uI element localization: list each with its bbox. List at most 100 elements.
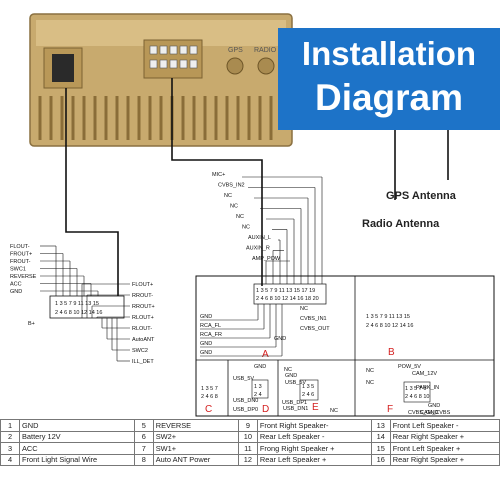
pin-number-cell: 5 [133, 419, 154, 432]
title-banner: Installation Diagram [278, 28, 500, 130]
conn-d-label: USB_5V [233, 376, 254, 382]
conn-f-label: CAM_CVBS [420, 410, 451, 416]
conn-a-top-wire: NC [236, 214, 244, 220]
pin-number-cell: 11 [237, 442, 258, 455]
conn-a-bottom-left-wire: RCA_FR [200, 332, 222, 338]
pin-function-cell: SW2+ [152, 430, 239, 443]
left-connector-pins-bottom: 2 4 6 8 10 12 14 16 [55, 310, 102, 316]
conn-f-label: NC [366, 380, 374, 386]
conn-c-pins-top: 1 3 5 7 [201, 386, 218, 392]
conn-e-label: GND [285, 373, 297, 379]
conn-a-bottom-left-wire: RCA_FL [200, 323, 221, 329]
right-wire-label: RLOUT- [132, 326, 152, 332]
pin-function-cell: Front Right Speaker- [256, 419, 372, 432]
pin-number-cell: 3 [0, 442, 20, 455]
gps-antenna-label: GPS Antenna [386, 190, 456, 202]
pin-number-cell: 13 [370, 419, 391, 432]
conn-a-bottom-left-wire: GND [200, 314, 212, 320]
gps-port-label: GPS [228, 47, 243, 54]
pin-number-cell: 4 [0, 453, 20, 466]
conn-f-pins-bottom: 2 4 6 8 10 [405, 394, 429, 400]
conn-e-label: USB_5V [285, 380, 306, 386]
conn-f-label: CVBS_GND [408, 410, 438, 416]
pin-function-cell: SW1+ [152, 442, 239, 455]
radio-antenna-label: Radio Antenna [362, 218, 440, 230]
power-speaker-connector: 1 3 5 7 9 11 13 15 2 4 6 8 10 12 14 16 B… [10, 244, 155, 365]
conn-f-pins-top: 1 3 5 7 9 [405, 386, 426, 392]
conn-a-bottom-left-wire: GND [200, 341, 212, 347]
conn-d-pins-bottom: 2 4 [254, 392, 262, 398]
pin-function-cell: Rear Left Speaker - [256, 430, 372, 443]
conn-a-pins-bottom: 2 4 6 8 10 12 14 16 18 20 [256, 296, 319, 302]
conn-a-top-wire: AUXIN_L [248, 235, 271, 241]
conn-c-pins-bottom: 2 4 6 8 [201, 394, 218, 400]
pin-number-cell: 1 [0, 419, 20, 432]
conn-a-bottom-left-wire: GND [200, 350, 212, 356]
pin-number-cell: 12 [237, 453, 258, 466]
pin-function-cell: Rear Right Speaker + [389, 430, 500, 443]
head-unit [29, 13, 293, 147]
pin-function-cell: REVERSE [152, 419, 239, 432]
pin-number-cell: 8 [133, 453, 154, 466]
radio-port-label: RADIO [254, 47, 277, 54]
right-wire-label: RROUT+ [132, 304, 155, 310]
conn-a-top-wire: AUXIN_R [246, 246, 270, 252]
conn-e-letter: E [312, 402, 319, 413]
right-wire-label: AutoANT [132, 337, 155, 343]
conn-a-top-wire: MIC+ [212, 172, 225, 178]
conn-d-label: GND [254, 364, 266, 370]
pin-function-cell: Rear Right Speaker + [389, 453, 500, 466]
conn-c-letter: C [205, 404, 212, 415]
conn-e-label: USB_DP1 [282, 400, 307, 406]
conn-a-bottom-right-wire: CVBS_OUT [300, 326, 330, 332]
b-plus-label: B+ [28, 321, 35, 327]
cables [65, 78, 449, 296]
conn-b-pins-bottom: 2 4 6 8 10 12 14 16 [366, 323, 413, 329]
conn-a-pins-top: 1 3 5 7 9 11 13 15 17 19 [256, 288, 315, 294]
pin-function-cell: ACC [19, 442, 135, 455]
conn-e-label: USB_DN1 [283, 406, 308, 412]
pin-number-cell: 6 [133, 430, 154, 443]
left-wire-label: ACC [10, 282, 22, 288]
conn-e-pins-bottom: 2 4 6 [302, 392, 314, 398]
conn-b-pins-top: 1 3 5 7 9 11 13 15 [366, 314, 410, 320]
conn-f-label: NC [366, 368, 374, 374]
pin-number-cell: 14 [370, 430, 391, 443]
pin-function-cell: Front Left Speaker + [389, 442, 500, 455]
title-line-2: Diagram [314, 77, 464, 118]
pin-number-cell: 10 [237, 430, 258, 443]
pin-number-cell: 15 [370, 442, 391, 455]
conn-b-letter: B [388, 347, 395, 358]
conn-f-label: POW_5V [398, 364, 421, 370]
pin-number-cell: 9 [237, 419, 258, 432]
pin-function-cell: Battery 12V [19, 430, 135, 443]
pin-function-cell: Auto ANT Power [152, 453, 239, 466]
conn-e-label: NC [284, 367, 292, 373]
pin-function-cell: GND [19, 419, 135, 432]
conn-a-bottom-right-wire: CVBS_IN1 [300, 316, 327, 322]
conn-e-pins-top: 1 3 5 [302, 384, 314, 390]
pin-number-cell: 16 [370, 453, 391, 466]
conn-a-top-wire: CVBS_IN2 [218, 183, 245, 189]
conn-f-letter: F [387, 404, 393, 415]
right-wire-label: SWC2 [132, 348, 148, 354]
conn-e-label: NC [330, 408, 338, 414]
title-line-1: Installation [301, 35, 477, 72]
connector-panel: 1 3 5 7 9 11 13 15 17 19 2 4 6 8 10 12 1… [195, 172, 495, 417]
right-wire-label: ILL_DET [132, 359, 154, 365]
conn-a-top-wire: NC [230, 204, 238, 210]
conn-f-label: PARK_IN [416, 385, 439, 391]
left-connector-pins-top: 1 3 5 7 9 11 13 15 [55, 301, 99, 307]
left-wire-label: SWC1 [10, 267, 26, 273]
conn-a-top-wire: NC [224, 193, 232, 199]
pin-number-cell: 2 [0, 430, 20, 443]
pin-function-cell: Front Left Speaker - [389, 419, 500, 432]
left-wire-label: FROUT+ [10, 252, 32, 258]
right-wire-label: RLOUT+ [132, 315, 154, 321]
conn-f-label: CAM_12V [412, 371, 437, 377]
